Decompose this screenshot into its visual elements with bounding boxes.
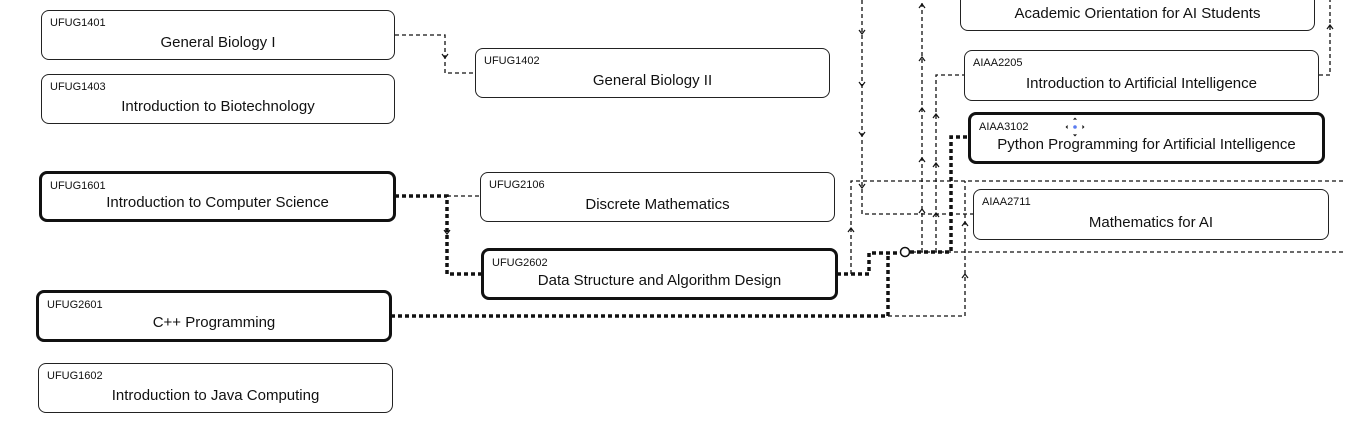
course-node-ufug2601[interactable]: UFUG2601 C++ Programming [36, 290, 392, 342]
course-title: Discrete Mathematics [585, 196, 730, 213]
course-code: UFUG2106 [489, 179, 545, 191]
connector-cpp-right [888, 181, 966, 317]
course-title: Python Programming for Artificial Intell… [997, 136, 1296, 153]
course-node-ufug1601[interactable]: UFUG1601 Introduction to Computer Scienc… [39, 171, 396, 222]
course-title: Academic Orientation for AI Students [1014, 5, 1261, 22]
course-node-ufug2106[interactable]: UFUG2106 Discrete Mathematics [480, 172, 835, 222]
course-code: UFUG1602 [47, 370, 103, 382]
course-code: UFUG1402 [484, 55, 540, 67]
course-node-aiaa2205[interactable]: AIAA2205 Introduction to Artificial Inte… [964, 50, 1319, 101]
junction-node [899, 246, 911, 258]
course-node-ufug2602[interactable]: UFUG2602 Data Structure and Algorithm De… [481, 248, 838, 300]
move-cursor-icon[interactable] [1064, 116, 1086, 138]
connector-down-to-math [861, 0, 973, 215]
course-code: UFUG1403 [50, 81, 106, 93]
course-code: UFUG1601 [50, 180, 106, 192]
course-node-aiaa2711[interactable]: AIAA2711 Mathematics for AI [973, 189, 1329, 240]
connector-cpp [391, 253, 890, 318]
connector-to-intro-ai [935, 74, 964, 252]
connector-ai-orientation [1319, 0, 1331, 76]
course-title: Data Structure and Algorithm Design [537, 272, 782, 289]
course-code: UFUG1401 [50, 17, 106, 29]
course-title: Introduction to Artificial Intelligence [1026, 75, 1257, 92]
course-title: Introduction to Biotechnology [121, 98, 315, 115]
connector-bio1-bio2 [395, 34, 475, 74]
course-node-aiaa3102[interactable]: AIAA3102 Python Programming for Artifici… [968, 112, 1325, 164]
connector-horizontal-181 [850, 180, 1346, 274]
course-node-ufug1602[interactable]: UFUG1602 Introduction to Java Computing [38, 363, 393, 413]
course-title: Introduction to Java Computing [111, 387, 320, 404]
course-title: C++ Programming [152, 314, 276, 331]
course-node-ufug1401[interactable]: UFUG1401 General Biology I [41, 10, 395, 60]
course-title: Mathematics for AI [1088, 214, 1214, 231]
course-title: General Biology I [160, 34, 276, 51]
course-node-academic-orientation[interactable]: Academic Orientation for AI Students [960, 0, 1315, 31]
course-code: UFUG2602 [492, 257, 548, 269]
course-code: AIAA3102 [979, 121, 1029, 133]
connector-to-python [910, 135, 969, 254]
course-code: AIAA2711 [982, 196, 1031, 208]
course-node-ufug1403[interactable]: UFUG1403 Introduction to Biotechnology [41, 74, 395, 124]
course-title: General Biology II [592, 72, 713, 89]
arrow-heads [441, 3, 1334, 279]
connector-dsa-python [837, 251, 900, 276]
course-title: Introduction to Computer Science [106, 194, 329, 211]
course-code: UFUG2601 [47, 299, 103, 311]
course-node-ufug1402[interactable]: UFUG1402 General Biology II [475, 48, 830, 98]
course-code: AIAA2205 [973, 57, 1023, 69]
connector-cs-dsa [395, 194, 482, 276]
